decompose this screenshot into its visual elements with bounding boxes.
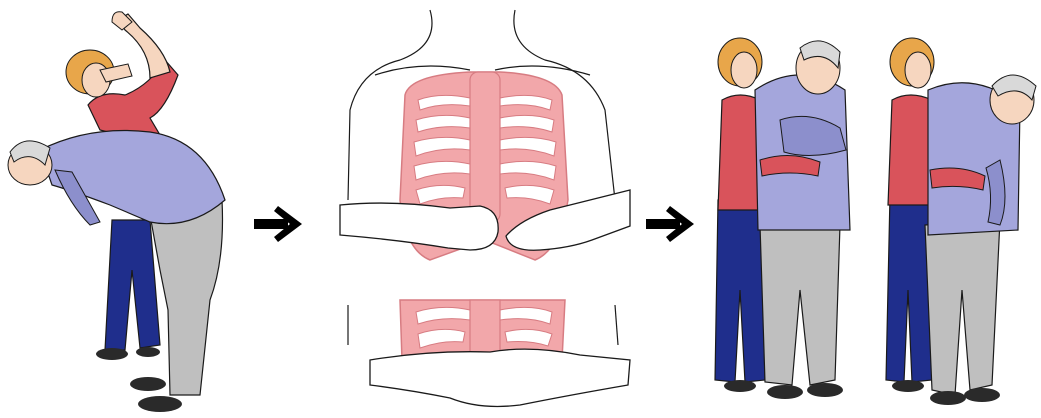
woman-jeans xyxy=(105,220,160,350)
back-blows-illustration xyxy=(0,0,240,418)
heimlich-drawing xyxy=(700,0,1041,418)
man-shoe-left xyxy=(130,377,166,391)
man-shoe-a2 xyxy=(807,383,843,397)
fist-arm xyxy=(340,203,498,250)
woman-shoe-left xyxy=(96,348,128,360)
woman-top-b xyxy=(888,95,932,205)
hand-position-illustration xyxy=(330,0,640,418)
man-shoe-right xyxy=(138,396,182,412)
right-arrow-icon xyxy=(646,204,696,244)
man-shoe-a1 xyxy=(767,385,803,399)
woman-jeans-b xyxy=(886,195,932,382)
right-arrow-icon xyxy=(254,204,304,244)
man-pants-a xyxy=(760,225,840,385)
man-shoe-b2 xyxy=(964,388,1000,402)
woman-shoe-right xyxy=(136,347,160,357)
sternum xyxy=(470,72,500,222)
ribcage-drawing xyxy=(330,0,640,418)
woman-face-b xyxy=(905,52,931,88)
side-lines-lower-right xyxy=(615,305,618,345)
man-pants-b xyxy=(925,220,1000,395)
woman-shoe-b xyxy=(892,380,924,392)
woman-face-a xyxy=(731,52,757,88)
man-pants xyxy=(150,200,223,395)
woman-arms-a xyxy=(760,155,820,176)
clasped-hands xyxy=(370,349,630,406)
woman-shoe-a xyxy=(724,380,756,392)
back-blows-drawing xyxy=(0,0,240,418)
abdominal-thrusts-illustration xyxy=(700,0,1041,418)
man-shoe-b1 xyxy=(930,391,966,405)
